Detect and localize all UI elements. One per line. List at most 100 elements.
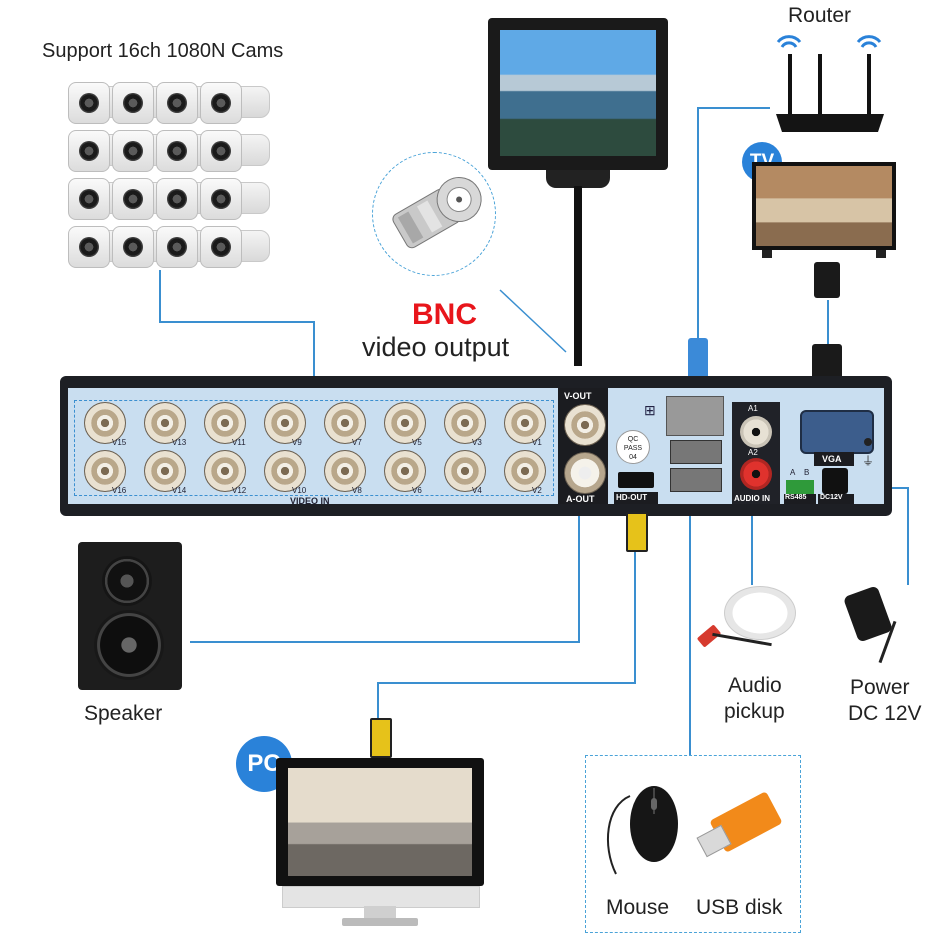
tv-screen [756,166,892,246]
camera [198,176,270,220]
dc12v-port[interactable] [822,468,848,494]
monitor-screen [500,30,656,156]
usb-disk [694,790,790,860]
video-in-port[interactable] [504,450,546,492]
video-in-channel-label: V3 [472,438,482,447]
video-in-port[interactable] [84,450,126,492]
speaker-label: Speaker [84,702,163,725]
video-in-channel-label: V12 [232,486,247,495]
audio-pickup [694,582,804,672]
bnc-connector-icon [392,177,482,249]
qc-number: 04 [629,454,637,461]
a2-label: A2 [748,448,758,457]
speaker [78,542,182,690]
video-in-port[interactable] [444,402,486,444]
cams-label: Support 16ch 1080N Cams [42,40,284,62]
a-out-port[interactable] [564,452,606,494]
video-in-port[interactable] [84,402,126,444]
network-icon: ⊞ [644,402,656,418]
usb-port-1[interactable] [670,440,722,464]
video-in-port[interactable] [204,450,246,492]
vga-label: VGA [822,454,842,464]
video-in-channel-label: V4 [472,486,482,495]
pc-badge-text: PC [247,750,281,777]
video-in-port[interactable] [504,402,546,444]
bnc-subtitle: video output [362,332,510,362]
video-in-box [74,400,554,496]
rs485-b-label: B [804,468,810,477]
video-in-channel-label: V13 [172,438,187,447]
mouse-label: Mouse [606,896,670,919]
qc-text: QC [627,436,639,443]
audio-pickup-label-1: Audio [728,674,782,697]
video-in-channel-label: V14 [172,486,187,495]
hd-out-label: HD-OUT [616,493,648,502]
video-in-channel-label: V7 [352,438,362,447]
a-out-label: A-OUT [566,494,595,504]
video-in-port[interactable] [324,450,366,492]
power-label-1: Power [850,676,910,699]
camera [154,224,226,268]
camera [198,128,270,172]
audio-pickup-label-2: pickup [724,700,785,723]
video-in-port[interactable] [144,450,186,492]
rs485-label: RS485 [785,494,807,501]
video-in-channel-label: V15 [112,438,127,447]
video-in-label: VIDEO IN [290,496,330,506]
power-label-2: DC 12V [848,702,922,725]
video-in-port[interactable] [444,450,486,492]
monitor-cable [574,186,582,366]
video-in-port[interactable] [264,402,306,444]
camera [198,80,270,124]
rs485-port[interactable] [786,480,814,494]
tv [752,162,896,258]
video-in-port[interactable] [384,450,426,492]
video-in-channel-label: V16 [112,486,127,495]
monitor [488,18,668,188]
bnc-connector-callout [372,152,496,276]
lan-plug [688,338,708,382]
a1-label: A1 [748,404,758,413]
dc12v-label: DC12V [820,494,843,501]
pc-monitor [276,758,484,930]
hdmi-plug-pc [370,718,392,758]
qc-pass-text: PASS [623,445,643,452]
video-in-channel-label: V2 [532,486,542,495]
video-in-port[interactable] [384,402,426,444]
ground-screw [864,438,872,446]
router-label: Router [788,4,852,27]
hdmi-plug [626,512,648,552]
mouse [600,766,690,876]
video-in-channel-label: V11 [232,438,246,447]
ground-icon: ⏚ [862,454,875,468]
qc-pass-sticker: QC PASS 04 [616,430,650,464]
video-in-port[interactable] [204,402,246,444]
video-in-port[interactable] [324,402,366,444]
video-in-port[interactable] [264,450,306,492]
video-in-channel-label: V8 [352,486,362,495]
audio-in-a2-port[interactable] [740,458,772,490]
video-in-channel-label: V5 [412,438,422,447]
v-out-label: V-OUT [564,391,592,401]
v-out-port[interactable] [564,404,606,446]
camera-grid [66,80,316,280]
usb-port-2[interactable] [670,468,722,492]
hd-out-port[interactable] [618,472,654,488]
audio-in-label: AUDIO IN [734,494,770,503]
peripherals-box [585,755,801,933]
pc-screen [288,768,472,876]
power-adapter [842,580,916,670]
audio-in-a1-port[interactable] [740,416,772,448]
video-in-channel-label: V10 [292,486,307,495]
video-in-port[interactable] [144,402,186,444]
lan-port[interactable] [666,396,724,436]
router [770,28,890,138]
usb-disk-label: USB disk [696,896,783,919]
vga-plug-top [814,262,840,298]
video-in-channel-label: V1 [532,438,542,447]
vga-port[interactable] [800,410,874,454]
bnc-title: BNC [412,298,477,331]
